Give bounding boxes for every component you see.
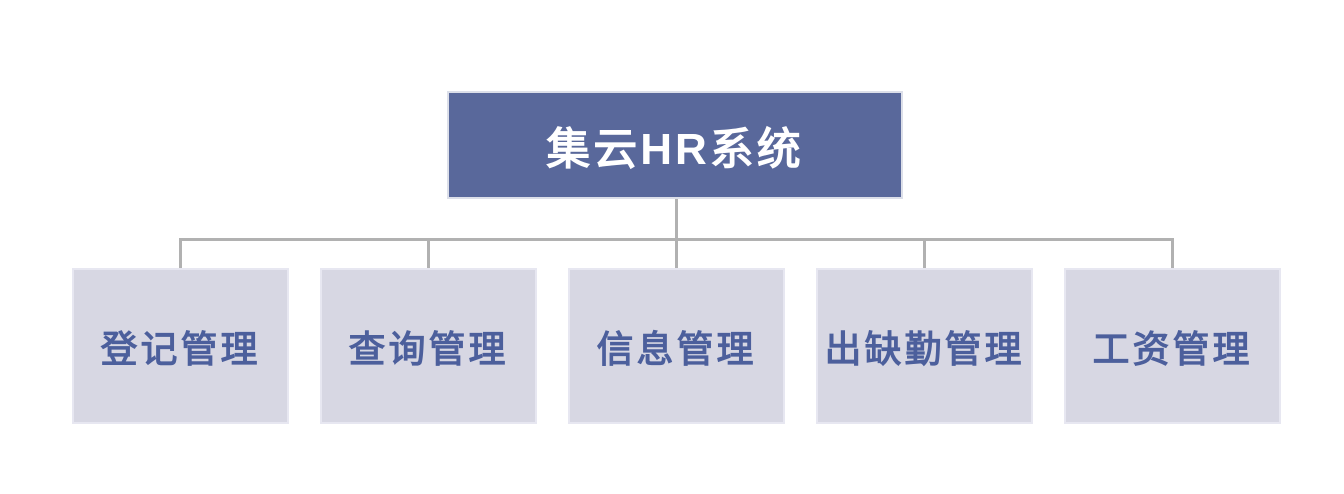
- connector-root-stem: [675, 199, 678, 241]
- child-node-label: 工资管理: [1092, 329, 1253, 370]
- root-node-hr-system: 集云HR系统: [447, 91, 903, 199]
- child-node-label: 查询管理: [348, 329, 509, 370]
- connector-drop-salary: [1171, 238, 1174, 268]
- child-node-information-management: 信息管理: [568, 268, 785, 424]
- child-node-query-management: 查询管理: [320, 268, 537, 424]
- child-node-label: 登记管理: [100, 329, 261, 370]
- child-node-attendance-management: 出缺勤管理: [816, 268, 1033, 424]
- child-node-label: 信息管理: [596, 329, 757, 370]
- child-node-salary-management: 工资管理: [1064, 268, 1281, 424]
- root-node-label: 集云HR系统: [546, 125, 804, 174]
- connector-drop-attendance: [923, 238, 926, 268]
- connector-drop-query: [427, 238, 430, 268]
- connector-drop-registration: [179, 238, 182, 268]
- child-node-registration-management: 登记管理: [72, 268, 289, 424]
- connector-drop-information: [675, 238, 678, 268]
- child-node-label: 出缺勤管理: [824, 329, 1025, 370]
